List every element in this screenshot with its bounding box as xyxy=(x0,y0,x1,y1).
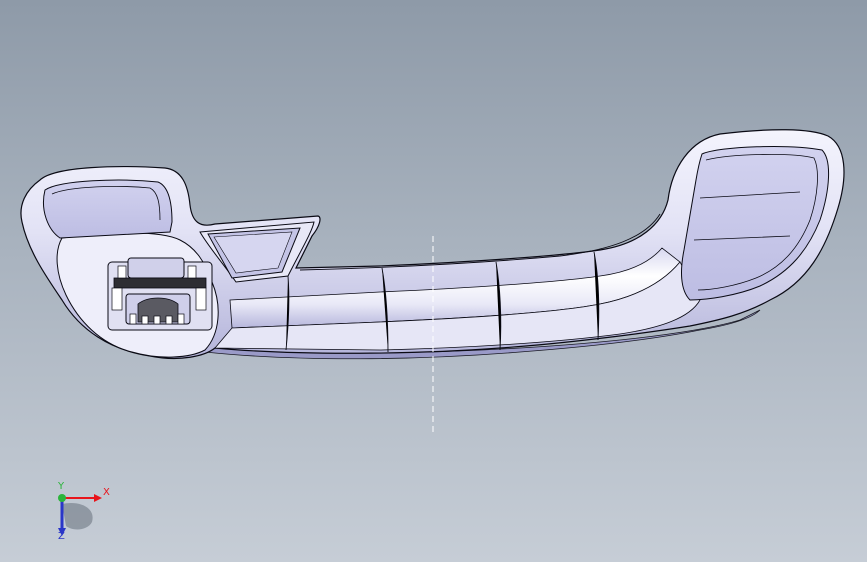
triad-graphic xyxy=(58,494,102,536)
x-axis-arrow xyxy=(94,494,102,502)
z-axis-label: Z xyxy=(58,531,65,542)
x-axis-label: X xyxy=(103,487,110,498)
clip-side-ribs xyxy=(111,265,207,311)
bar-top-contour xyxy=(299,213,661,271)
clip-upper-latch xyxy=(127,257,185,279)
y-axis-dot xyxy=(58,494,66,502)
triad-shadow xyxy=(62,502,93,530)
z-axis-arrow xyxy=(58,528,66,536)
left-pocket-rim xyxy=(51,186,161,221)
bar-segment-lines xyxy=(285,251,600,353)
tab-window-inner xyxy=(213,231,293,274)
y-axis-label: Y xyxy=(58,481,65,492)
clip-assembly[interactable] xyxy=(107,257,213,331)
right-pocket-inner-wall xyxy=(697,154,818,291)
right-pocket xyxy=(681,146,830,301)
left-pocket xyxy=(43,179,173,239)
clip-dark-band xyxy=(113,277,207,289)
reference-triad: X Y Z xyxy=(40,478,120,548)
clip-teeth xyxy=(129,313,185,325)
right-pocket-step xyxy=(693,191,801,241)
